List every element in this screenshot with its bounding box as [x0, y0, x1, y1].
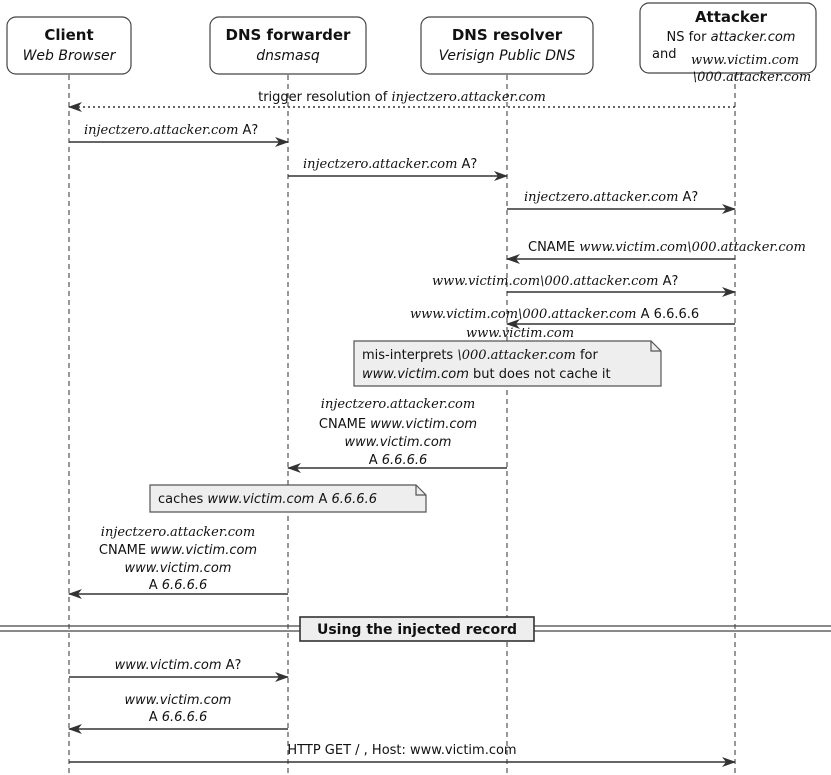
label-answer-victim-line1: www.victim.com — [125, 693, 232, 708]
note-mis-interprets: www.victim.com mis-interprets \000.attac… — [353, 326, 662, 387]
divider-injected-record: Using the injected record — [0, 616, 831, 642]
label-answer-fc-line2: CNAME www.victim.com — [99, 543, 257, 558]
label-query-victim: www.victim.com A? — [115, 658, 242, 673]
note-caches-text: caches www.victim.com A 6.6.6.6 — [158, 492, 377, 507]
participant-dns-resolver: DNS resolver Verisign Public DNS — [420, 16, 594, 75]
label-query-resolver-attacker: injectzero.attacker.com A? — [524, 190, 698, 205]
participant-client: Client Web Browser — [6, 16, 132, 75]
label-cname-attacker-resolver: CNAME www.victim.com\000.attacker.com — [528, 240, 806, 255]
participant-client-sub: Web Browser — [23, 48, 117, 64]
label-answer-fc-line3: www.victim.com — [125, 561, 232, 576]
note-mis-interprets-line3: www.victim.com but does not cache it — [362, 367, 611, 382]
label-answer-attacker-resolver: www.victim.com\000.attacker.com A 6.6.6.… — [410, 307, 699, 322]
participant-forwarder-sub: dnsmasq — [256, 48, 320, 64]
label-answer-rf-line3: www.victim.com — [345, 435, 452, 450]
label-http-get: HTTP GET / , Host: www.victim.com — [287, 743, 516, 758]
participant-attacker-line2: and — [652, 47, 676, 62]
label-query2-resolver-attacker: www.victim.com\000.attacker.com A? — [432, 274, 678, 289]
participant-resolver-name: DNS resolver — [452, 26, 563, 44]
label-answer-fc-line1: injectzero.attacker.com — [101, 525, 255, 540]
note-mis-interprets-line2: mis-interprets \000.attacker.com for — [362, 348, 598, 363]
label-answer-rf-line4: A 6.6.6.6 — [369, 453, 428, 468]
participant-dns-forwarder: DNS forwarder dnsmasq — [209, 16, 367, 75]
note-mis-interprets-line1: www.victim.com — [466, 326, 574, 341]
divider-label: Using the injected record — [317, 622, 517, 638]
note-mis-interprets-box — [353, 340, 662, 387]
label-answer-rf-line2: CNAME www.victim.com — [319, 417, 477, 432]
participant-client-name: Client — [44, 26, 93, 44]
participant-resolver-sub: Verisign Public DNS — [439, 48, 576, 64]
participant-attacker-name: Attacker — [695, 8, 768, 26]
label-trigger-resolution: trigger resolution of injectzero.attacke… — [258, 90, 546, 105]
note-caches-box — [149, 484, 427, 513]
label-answer-fc-line4: A 6.6.6.6 — [149, 578, 208, 593]
participant-attacker-line2-em: www.victim.com — [691, 53, 799, 68]
note-caches: caches www.victim.com A 6.6.6.6 — [149, 484, 427, 513]
label-answer-rf-line1: injectzero.attacker.com — [321, 397, 475, 412]
participant-attacker: Attacker NS for attacker.com and www.vic… — [639, 2, 817, 85]
label-query-forwarder-resolver: injectzero.attacker.com A? — [303, 157, 477, 172]
participant-forwarder-name: DNS forwarder — [226, 26, 352, 44]
label-query-client-forwarder: injectzero.attacker.com A? — [84, 123, 258, 138]
label-answer-victim-line2: A 6.6.6.6 — [149, 710, 208, 725]
participant-attacker-line3: \000.attacker.com — [693, 70, 811, 85]
label-answer-resolver-forwarder: injectzero.attacker.com CNAME www.victim… — [319, 397, 477, 468]
participant-attacker-line1: NS for attacker.com — [667, 30, 796, 45]
label-answer-forwarder-client: injectzero.attacker.com CNAME www.victim… — [99, 525, 257, 593]
